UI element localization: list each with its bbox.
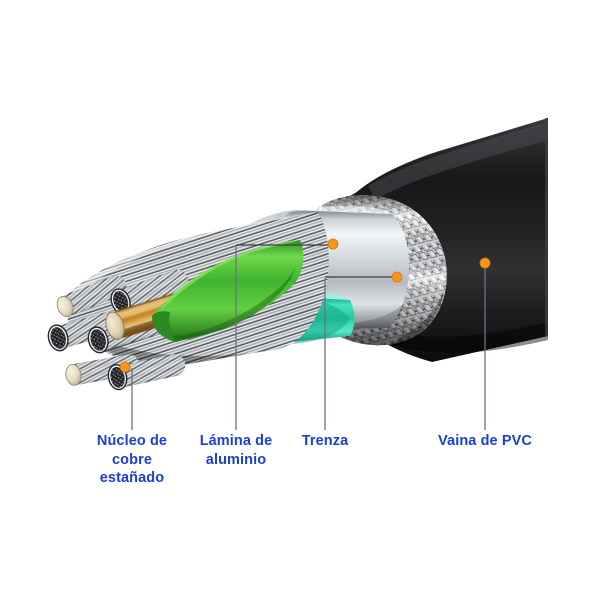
callout-label-lamina-de-aluminio: Lámina de aluminio xyxy=(199,433,273,468)
callout-label-nucleo-de-cobre-estanado: Núcleo de cobre estañado xyxy=(96,433,168,486)
marker-dot-lamina xyxy=(327,238,339,250)
callout-leaders xyxy=(119,238,491,430)
marker-dot-nucleo xyxy=(119,361,131,373)
marker-dot-vaina xyxy=(479,257,491,269)
marker-dot-trenza xyxy=(391,271,403,283)
green-insulation-layer xyxy=(152,240,304,342)
callout-label-trenza: Trenza xyxy=(301,433,349,449)
callout-label-vaina-de-pvc: Vaina de PVC xyxy=(438,433,532,449)
